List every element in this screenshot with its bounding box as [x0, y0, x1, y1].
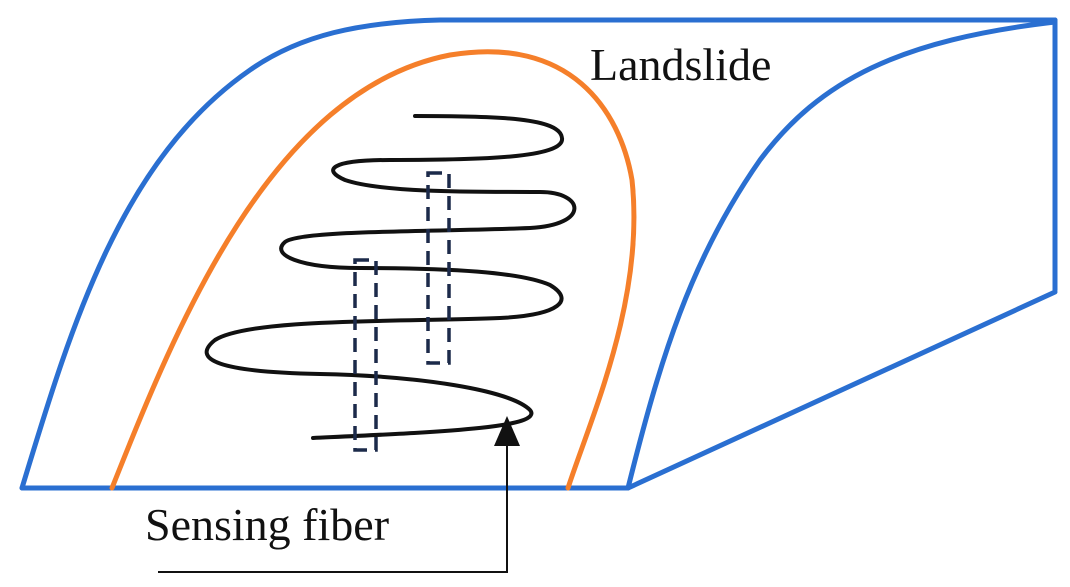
- slope-front-face: [19, 17, 1058, 491]
- fiber-pointer-arrow: [158, 416, 520, 573]
- monitoring-zone-right: [426, 171, 451, 365]
- landslide-boundary: [109, 49, 637, 491]
- slope-block: [19, 17, 1058, 491]
- monitoring-zones: [353, 171, 451, 452]
- sensing-fiber-label: Sensing fiber: [145, 499, 389, 550]
- slope-bottom-edge: [625, 289, 1058, 491]
- arrow-shaft: [158, 440, 508, 573]
- monitoring-zone-left: [353, 258, 378, 452]
- sensing-fiber-line: [204, 114, 577, 440]
- slope-side-curve: [625, 19, 1058, 491]
- landslide-label: Landslide: [590, 39, 771, 90]
- arrow-head: [494, 416, 520, 446]
